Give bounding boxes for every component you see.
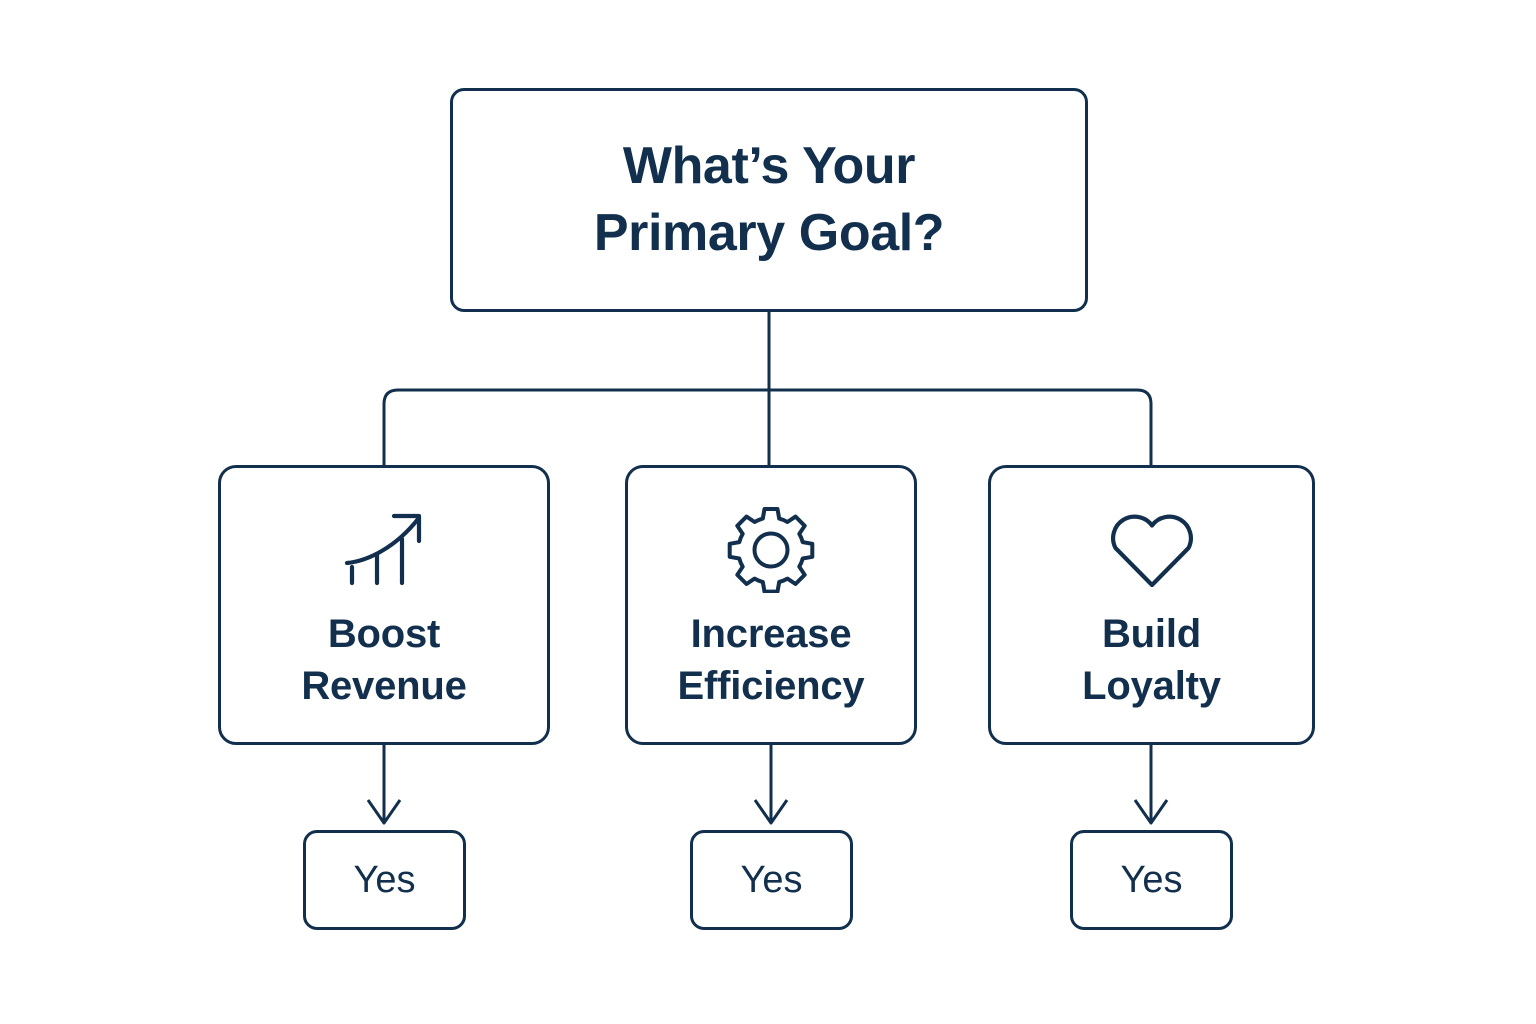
growth-chart-icon xyxy=(338,502,430,594)
outcome-node-yes-boost-revenue[interactable]: Yes xyxy=(303,830,466,930)
connector-branch-left xyxy=(382,388,769,465)
arrowhead-0 xyxy=(366,799,402,825)
arrowhead-2 xyxy=(1133,799,1169,825)
root-question-label: What’s Your Primary Goal? xyxy=(593,137,945,262)
gear-icon xyxy=(726,502,816,594)
option-node-boost-revenue[interactable]: Boost Revenue xyxy=(218,465,550,745)
outcome-node-yes-increase-efficiency[interactable]: Yes xyxy=(690,830,853,930)
outcome-label: Yes xyxy=(353,859,416,901)
heart-icon xyxy=(1105,502,1199,594)
connector-branch-right xyxy=(769,388,1153,465)
root-question-node[interactable]: What’s Your Primary Goal? xyxy=(450,88,1088,312)
option-node-increase-efficiency[interactable]: Increase Efficiency xyxy=(625,465,917,745)
arrowhead-1 xyxy=(753,799,789,825)
outcome-label: Yes xyxy=(740,859,803,901)
option-label-increase-efficiency: Increase Efficiency xyxy=(677,612,865,708)
outcome-label: Yes xyxy=(1120,859,1183,901)
option-node-build-loyalty[interactable]: Build Loyalty xyxy=(988,465,1315,745)
outcome-node-yes-build-loyalty[interactable]: Yes xyxy=(1070,830,1233,930)
option-label-build-loyalty: Build Loyalty xyxy=(1082,612,1221,708)
option-label-boost-revenue: Boost Revenue xyxy=(301,612,467,708)
